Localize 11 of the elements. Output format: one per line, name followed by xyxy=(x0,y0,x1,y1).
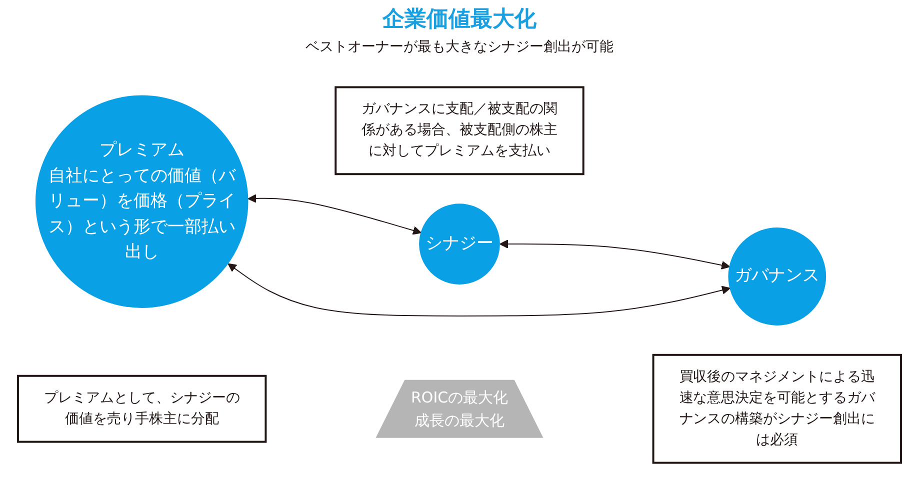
arrow xyxy=(228,263,731,316)
node-box: ガバナンスに支配／被支配の関係がある場合、被支配側の株主に対してプレミアムを支払い xyxy=(334,86,584,176)
title: 企業価値最大化 xyxy=(382,6,536,34)
node-circle: ガバナンス xyxy=(728,228,826,326)
arrow xyxy=(499,240,730,270)
node-circle: シナジー xyxy=(419,204,500,284)
note-text: ベストオーナーが最も大きなシナジー創出が可能 xyxy=(306,38,614,56)
node-box: プレミアムとして、シナジーの価値を売り手株主に分配 xyxy=(17,374,267,443)
node-box: 買収後のマネジメントによる迅速な意思決定を可能とするガバナンスの構築がシナジー創出には必須 xyxy=(652,354,902,464)
node-circle: プレミアム 自社にとっての価値（バリュー）を価格（プライス）という形で一部払い出し xyxy=(35,95,248,308)
arrow xyxy=(248,194,422,235)
